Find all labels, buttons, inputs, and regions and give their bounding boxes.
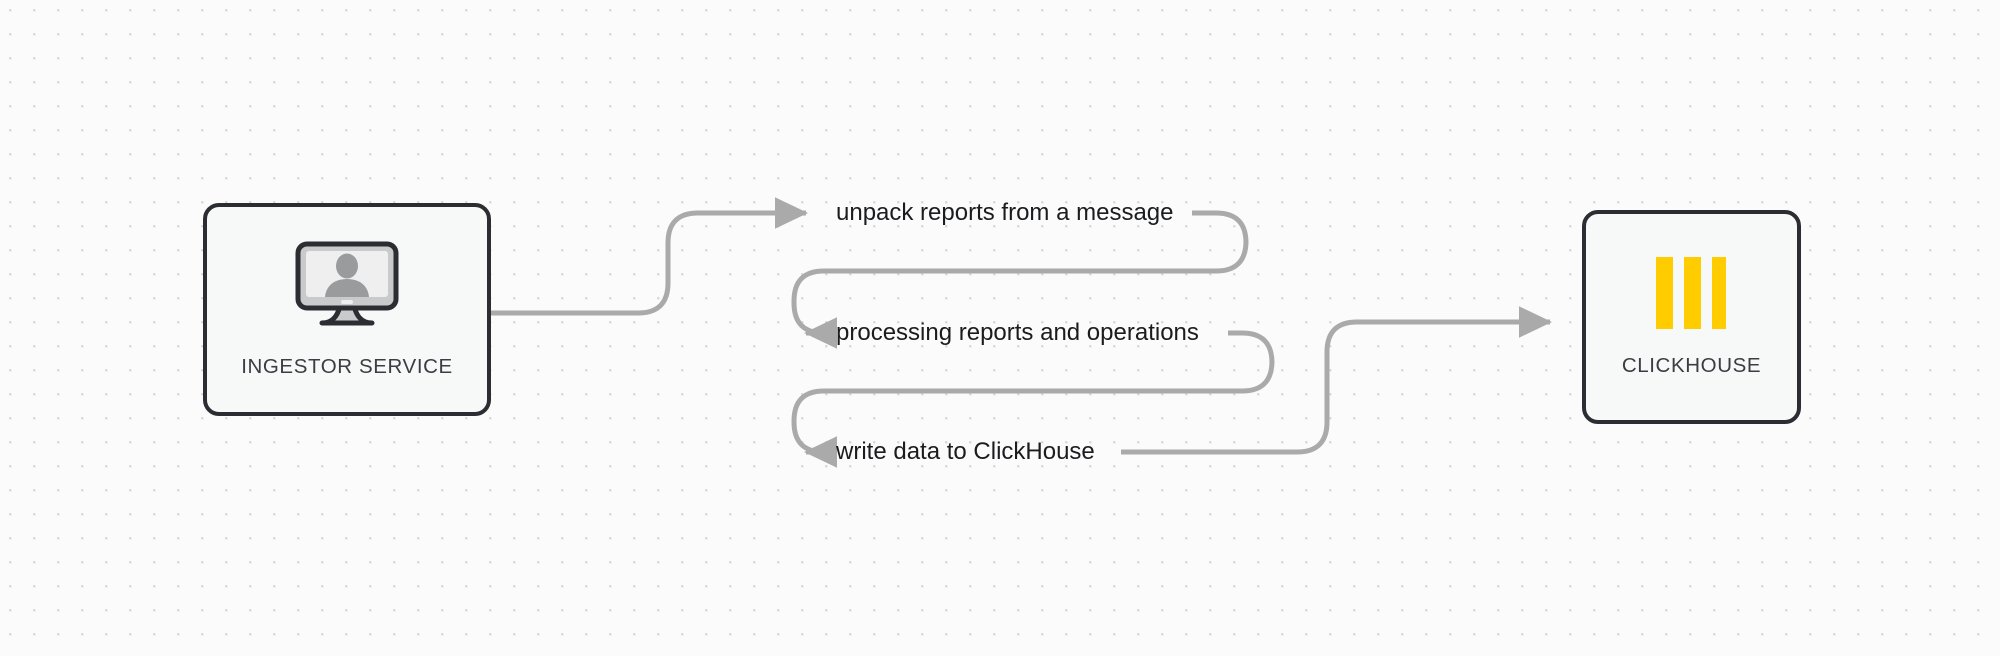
desktop-monitor-user-icon — [294, 240, 400, 337]
clickhouse-logo-icon — [1647, 256, 1737, 334]
edge-label-unpack-reports: unpack reports from a message — [836, 199, 1174, 226]
edge-path-unpack-to-processing — [791, 210, 1249, 349]
node-clickhouse-label: CLICKHOUSE — [1621, 353, 1762, 377]
edge-label-processing-reports: processing reports and operations — [836, 319, 1199, 346]
edge-path-source-to-unpack — [491, 197, 809, 316]
node-ingestor-service[interactable]: INGESTOR SERVICE — [203, 203, 491, 416]
node-ingestor-service-label: INGESTOR SERVICE — [241, 355, 453, 378]
edge-label-write-data: write data to ClickHouse — [836, 438, 1095, 465]
edge-path-processing-to-write — [791, 330, 1275, 468]
node-clickhouse[interactable]: CLICKHOUSE — [1582, 210, 1801, 424]
edge-path-write-to-clickhouse — [1121, 306, 1553, 455]
